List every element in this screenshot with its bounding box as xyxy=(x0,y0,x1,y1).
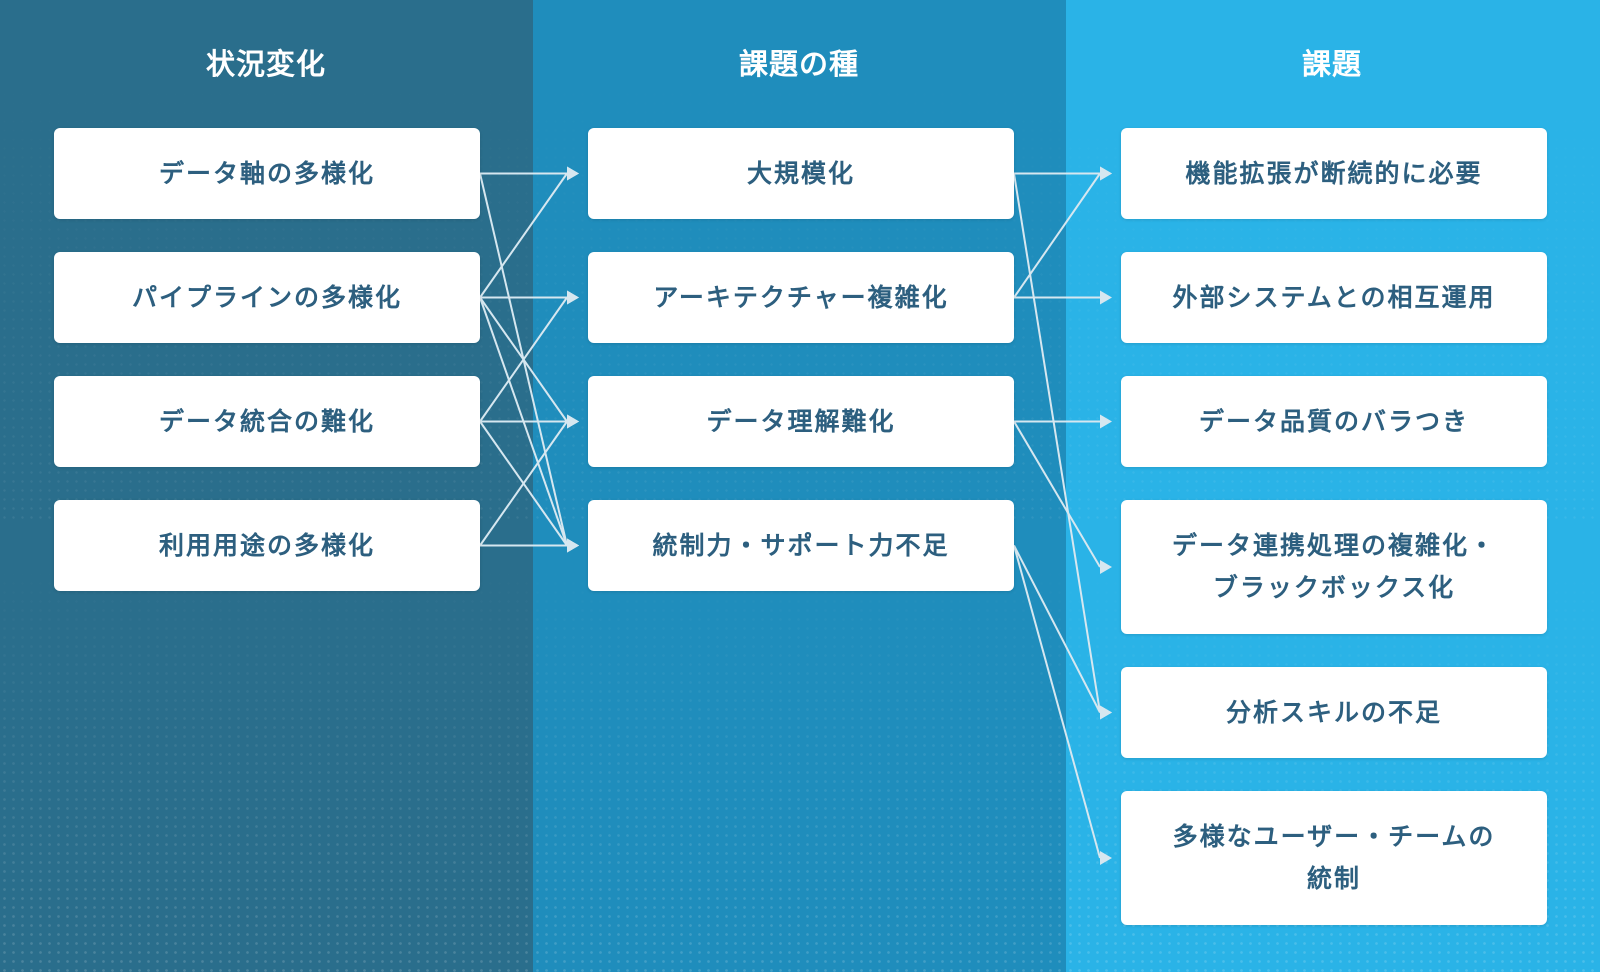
card-label: 機能拡張が断続的に必要 xyxy=(1185,158,1483,188)
card-label: アーキテクチャー複雑化 xyxy=(653,282,949,312)
column-title-issue-seeds: 課題の種 xyxy=(738,47,859,81)
card-analytics-skill-shortage: 分析スキルの不足 xyxy=(1121,667,1547,758)
card-external-interoperability: 外部システムとの相互運用 xyxy=(1121,252,1547,343)
card-continuous-feature-expansion: 機能拡張が断続的に必要 xyxy=(1121,128,1547,219)
card-label: データ統合の難化 xyxy=(158,406,375,436)
card-data-integration-difficulty: データ統合の難化 xyxy=(54,376,480,467)
column-title-status-change: 状況変化 xyxy=(205,47,326,81)
card-data-pipeline-complexity: データ連携処理の複雑化・ ブラックボックス化 xyxy=(1121,500,1547,634)
card-usage-diversification: 利用用途の多様化 xyxy=(54,500,480,591)
card-label: データ軸の多様化 xyxy=(158,158,375,188)
card-label: データ品質のバラつき xyxy=(1198,406,1469,436)
card-data-quality-variance: データ品質のバラつき xyxy=(1121,376,1547,467)
card-label: 利用用途の多様化 xyxy=(158,530,375,560)
card-scale-growth: 大規模化 xyxy=(588,128,1014,219)
card-label: パイプラインの多様化 xyxy=(131,282,402,312)
card-label: 大規模化 xyxy=(746,158,855,188)
card-label: データ連携処理の複雑化・ ブラックボックス化 xyxy=(1171,531,1496,602)
card-pipeline-diversification: パイプラインの多様化 xyxy=(54,252,480,343)
card-data-axis-diversification: データ軸の多様化 xyxy=(54,128,480,219)
card-architecture-complexity: アーキテクチャー複雑化 xyxy=(588,252,1014,343)
card-label: 分析スキルの不足 xyxy=(1225,697,1442,727)
column-title-issues: 課題 xyxy=(1301,47,1362,81)
card-label: 外部システムとの相互運用 xyxy=(1172,282,1496,312)
card-diverse-team-governance: 多様なユーザー・チームの 統制 xyxy=(1121,791,1547,925)
card-label: 多様なユーザー・チームの 統制 xyxy=(1172,822,1496,893)
card-label: 統制力・サポート力不足 xyxy=(652,530,950,560)
card-data-understanding-difficulty: データ理解難化 xyxy=(588,376,1014,467)
card-label: データ理解難化 xyxy=(706,406,896,436)
card-governance-support-shortage: 統制力・サポート力不足 xyxy=(588,500,1014,591)
